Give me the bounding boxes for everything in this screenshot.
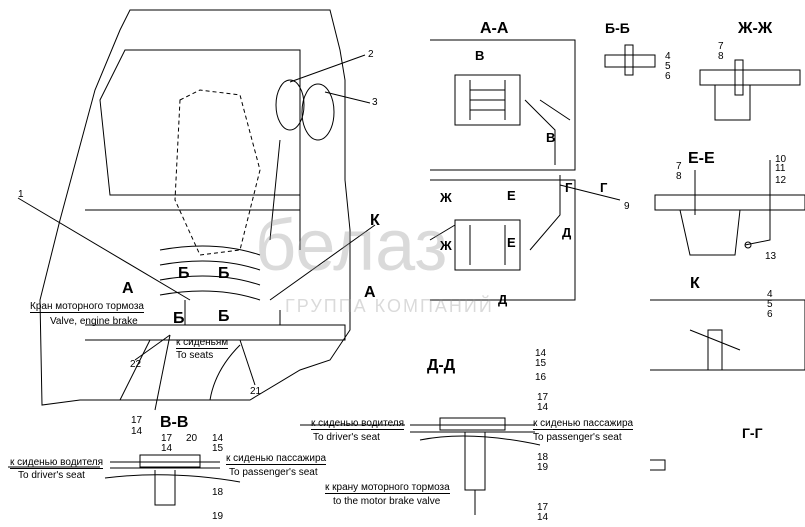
view-mark-b: Б	[178, 265, 190, 282]
callout-18: 18	[212, 487, 224, 498]
vv-driver-label-ru: к сиденью водителя	[10, 457, 104, 469]
view-mark-a: А	[122, 280, 134, 297]
watermark-tagline: ГРУППА КОМПАНИЙ	[285, 296, 494, 316]
view-mark-d: Д	[562, 225, 572, 240]
callout-14: 14	[537, 402, 549, 413]
section-title-aa: А-А	[480, 20, 509, 37]
callout-17: 17	[537, 392, 549, 403]
section-title-zhzh: Ж-Ж	[738, 20, 773, 37]
callout-10: 10	[775, 154, 787, 165]
callout-3: 3	[372, 97, 378, 108]
view-mark-b: Б	[173, 310, 185, 327]
callout-17: 17	[537, 502, 549, 513]
callout-4: 4	[767, 289, 773, 300]
callout-19: 19	[212, 511, 224, 522]
view-mark-d: Д	[498, 292, 508, 307]
view-mark-v: В	[546, 130, 556, 145]
view-ee	[654, 160, 805, 256]
callout-7: 7	[676, 161, 682, 172]
callout-5: 5	[665, 61, 671, 72]
callout-19: 19	[537, 462, 549, 473]
view-gg	[650, 459, 666, 471]
vv-driver-label-en: To driver's seat	[18, 470, 85, 481]
callout-17: 17	[161, 433, 173, 444]
cab-outline	[39, 9, 351, 406]
callout-16: 16	[535, 372, 547, 383]
view-mark-b: Б	[218, 265, 230, 282]
callout-2: 2	[368, 49, 374, 60]
view-zhzh	[699, 59, 801, 121]
callout-4: 4	[665, 51, 671, 62]
callout-15: 15	[212, 443, 224, 454]
valve-label-en: Valve, engine brake	[50, 316, 138, 327]
callout-9: 9	[624, 201, 630, 212]
vv-passenger-label-ru: к сиденью пассажира	[226, 453, 327, 465]
dd-passenger-label-ru: к сиденью пассажира	[533, 418, 634, 430]
callout-14: 14	[212, 433, 224, 444]
view-mark-a: А	[364, 284, 376, 301]
callout-11: 11	[775, 163, 786, 174]
callout-14: 14	[131, 426, 143, 437]
view-mark-b: Б	[218, 308, 230, 325]
vv-passenger-label-en: To passenger's seat	[229, 467, 318, 478]
dd-driver-label-ru: к сиденью водителя	[311, 418, 405, 430]
section-title-dd: Д-Д	[427, 357, 456, 374]
view-mark-zh: Ж	[440, 238, 452, 253]
callout-21: 21	[250, 386, 262, 397]
callout-7: 7	[718, 41, 724, 52]
view-aa	[429, 39, 621, 301]
callout-18: 18	[537, 452, 549, 463]
callout-14: 14	[161, 443, 173, 454]
dd-valve-label-en: to the motor brake valve	[333, 496, 441, 507]
watermark-logo: белаз	[255, 206, 448, 286]
dd-driver-label-en: To driver's seat	[313, 432, 380, 443]
section-title-bb: Б-Б	[605, 20, 630, 36]
callout-6: 6	[665, 71, 671, 82]
dd-valve-label-ru: к крану моторного тормоза	[325, 482, 450, 494]
view-mark-g: Г	[565, 180, 573, 195]
callout-13: 13	[765, 251, 777, 262]
valve-label-ru: Кран моторного тормоза	[30, 301, 144, 313]
callout-17: 17	[131, 415, 143, 426]
seats-label-ru: к сиденьям	[176, 337, 229, 349]
section-title-vv: В-В	[160, 414, 189, 431]
callout-15: 15	[535, 358, 547, 369]
callout-1: 1	[18, 189, 24, 200]
callout-14: 14	[537, 512, 549, 523]
callout-12: 12	[775, 175, 787, 186]
section-dd	[300, 417, 541, 515]
callout-20: 20	[186, 433, 198, 444]
callout-6: 6	[767, 309, 773, 320]
leader-lines	[17, 54, 376, 411]
callout-8: 8	[718, 51, 724, 62]
view-mark-e: Е	[507, 188, 516, 203]
section-title-ee: Е-Е	[688, 150, 715, 167]
callout-14: 14	[535, 348, 547, 359]
view-bb	[604, 44, 656, 76]
view-mark-k: К	[370, 212, 380, 229]
view-mark-g: Г	[600, 180, 608, 195]
callout-8: 8	[676, 171, 682, 182]
section-title-gg: Г-Г	[742, 425, 763, 441]
view-k	[650, 299, 805, 371]
seats-label-en: To seats	[176, 350, 214, 361]
view-mark-zh: Ж	[440, 190, 452, 205]
view-mark-v: В	[475, 48, 485, 63]
callout-5: 5	[767, 299, 773, 310]
dd-passenger-label-en: To passenger's seat	[533, 432, 622, 443]
section-vv	[8, 454, 241, 506]
section-title-k: К	[690, 275, 700, 292]
view-mark-e: Е	[507, 235, 516, 250]
callout-22: 22	[130, 359, 142, 370]
